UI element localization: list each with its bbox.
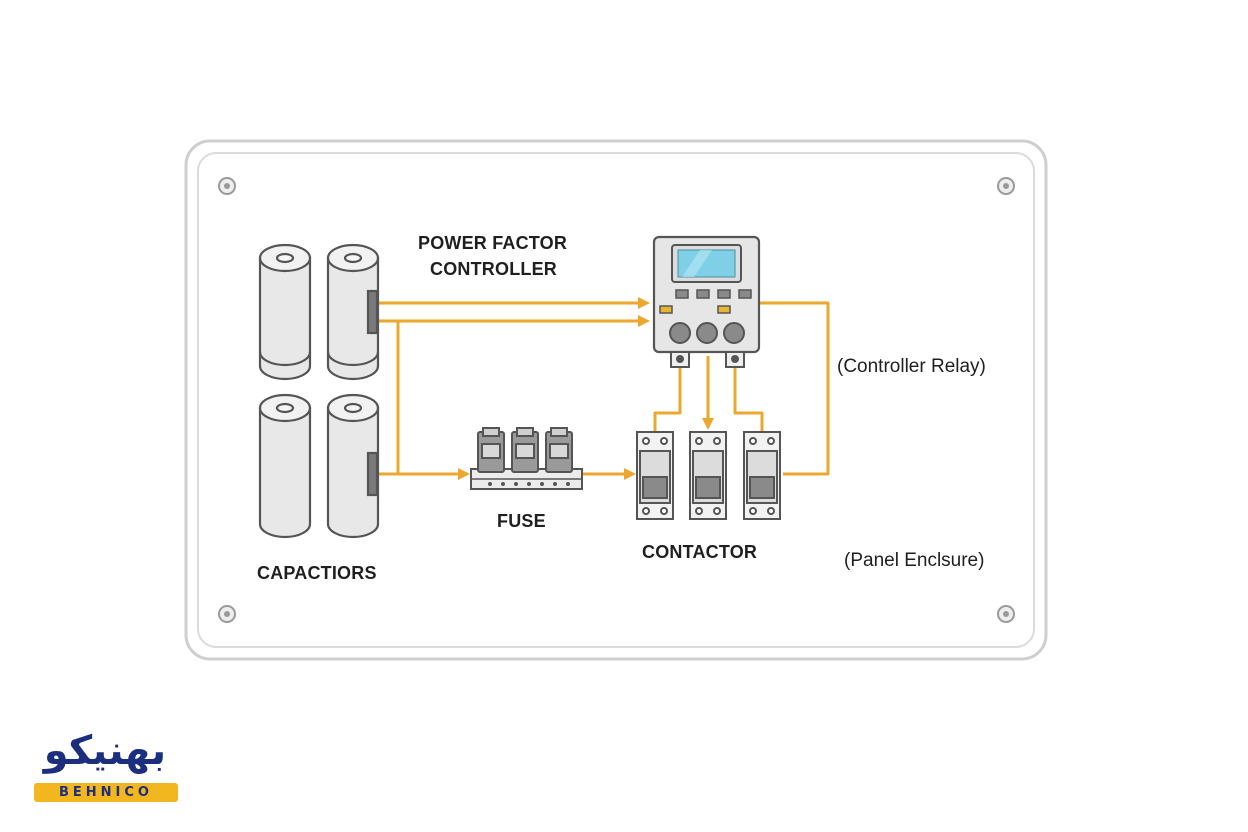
logo-persian-wordmark: بهنیکو xyxy=(43,728,167,774)
mounting-screw-top-left xyxy=(218,177,236,195)
mounting-screw-bottom-right xyxy=(997,605,1015,623)
capacitor-terminal xyxy=(366,289,379,335)
label-power-factor-line1: POWER FACTOR xyxy=(418,233,568,253)
contactor-1 xyxy=(636,431,674,520)
contactor-3 xyxy=(743,431,781,520)
capacitor-1 xyxy=(258,243,312,381)
label-controller-relay: (Controller Relay) xyxy=(837,356,986,377)
arrowhead-middle-contactor xyxy=(702,418,714,430)
behnico-logo: بهنیکو BEHNICO xyxy=(30,726,180,808)
capacitor-3 xyxy=(258,393,312,539)
fuse-2 xyxy=(511,427,539,473)
wire-arrowheads xyxy=(458,297,714,480)
arrowhead-lower xyxy=(638,315,650,327)
logo-latin-wordmark: BEHNICO xyxy=(34,783,178,802)
capacitor-bank xyxy=(258,243,380,539)
fuse-holder xyxy=(470,427,583,490)
capacitor-4 xyxy=(326,393,380,539)
mounting-screw-top-right xyxy=(997,177,1015,195)
controller-terminals xyxy=(670,351,745,368)
wire-controller-to-contactor-right xyxy=(733,366,764,432)
capacitor-2 xyxy=(326,243,380,381)
arrowhead-upper xyxy=(638,297,650,309)
label-power-factor-line2: CONTROLLER xyxy=(430,259,557,279)
panel-enclosure xyxy=(184,139,1048,661)
contactor-2 xyxy=(689,431,727,520)
mounting-screw-bottom-left xyxy=(218,605,236,623)
contactors xyxy=(636,431,781,520)
label-panel-enclosure: (Panel Enclsure) xyxy=(844,550,985,571)
label-fuse: FUSE xyxy=(497,511,546,531)
label-capacitors: CAPACTIORS xyxy=(257,563,377,583)
fuse-1 xyxy=(477,427,505,473)
arrowhead-contactor xyxy=(624,468,636,480)
power-factor-controller xyxy=(652,235,761,368)
wire-controller-relay-loop xyxy=(760,301,830,476)
wires xyxy=(376,301,830,476)
controller-keypad xyxy=(659,289,752,314)
arrowhead-fuse xyxy=(458,468,470,480)
fuse-3 xyxy=(545,427,573,473)
label-contactor: CONTACTOR xyxy=(642,542,758,562)
controller-knobs xyxy=(669,322,745,344)
wire-controller-to-contactor-left xyxy=(653,366,682,432)
capacitor-terminal xyxy=(366,451,379,497)
